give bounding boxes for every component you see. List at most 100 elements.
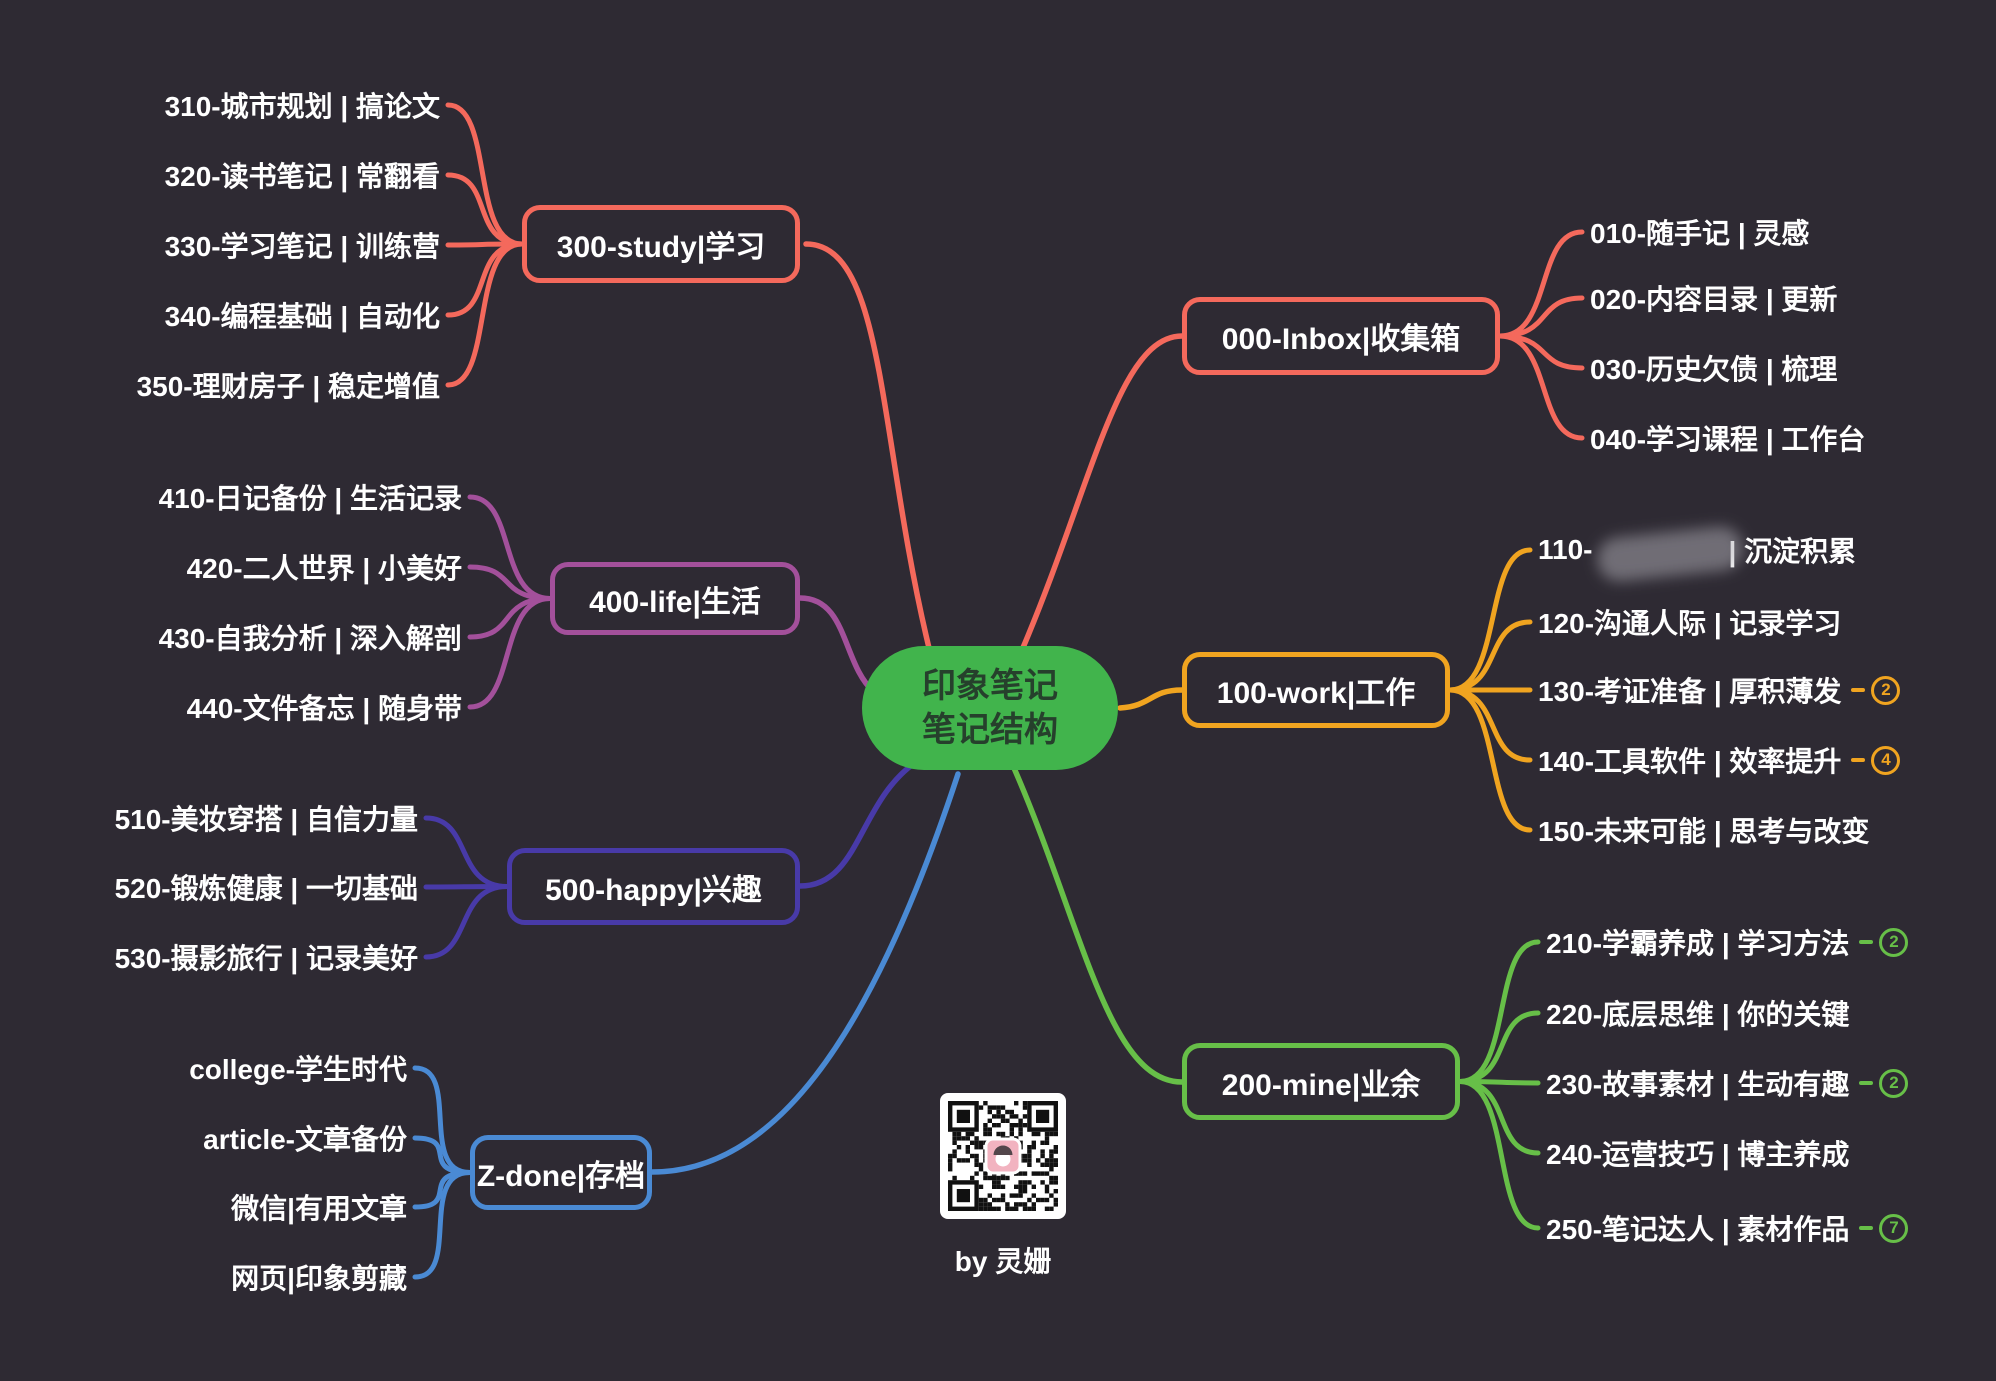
- edge-inbox-child-3: [1497, 333, 1585, 441]
- edge-work-child-4: [1447, 687, 1533, 833]
- branch-node-study[interactable]: 300-study|学习: [522, 205, 800, 283]
- subtopic-label: college-学生时代: [189, 1054, 407, 1085]
- note-count-badge[interactable]: 2: [1879, 1068, 1909, 1098]
- subtopic-label: 140-工具软件 | 效率提升: [1538, 746, 1842, 777]
- edge-center-inbox: [1019, 333, 1185, 653]
- subtopic-label: 420-二人世界 | 小美好: [186, 553, 462, 584]
- branch-node-zdone[interactable]: Z-done|存档: [470, 1135, 652, 1210]
- subtopic-label: 330-学习笔记 | 训练营: [164, 231, 440, 262]
- subtopic-label: 350-理财房子 | 稳定增值: [136, 371, 440, 402]
- branch-node-life[interactable]: 400-life|生活: [550, 562, 800, 635]
- subtopic-zdone-0[interactable]: college-学生时代: [189, 1044, 407, 1092]
- branch-node-work[interactable]: 100-work|工作: [1182, 652, 1450, 728]
- subtopic-label: 430-自我分析 | 深入解剖: [158, 623, 462, 654]
- note-count-badge[interactable]: 7: [1879, 1213, 1909, 1243]
- edge-center-happy: [797, 759, 919, 889]
- branch-node-inbox[interactable]: 000-Inbox|收集箱: [1182, 297, 1500, 375]
- subtopic-study-1[interactable]: 320-读书笔记 | 常翻看: [165, 151, 440, 199]
- edge-happy-child-2: [423, 884, 510, 960]
- subtopic-work-1[interactable]: 120-沟通人际 | 记录学习: [1538, 598, 1841, 646]
- subtopic-life-0[interactable]: 410-日记备份 | 生活记录: [159, 473, 462, 521]
- subtopic-mine-1[interactable]: 220-底层思维 | 你的关键: [1546, 989, 1849, 1037]
- badge-connector-dash: [1859, 1081, 1874, 1085]
- subtopic-label-suffix: | 沉淀积累: [1728, 536, 1857, 567]
- edge-mine-child-1: [1457, 1010, 1541, 1084]
- note-count-badge[interactable]: 4: [1871, 745, 1901, 775]
- note-count-badge[interactable]: 2: [1879, 927, 1909, 957]
- subtopic-happy-1[interactable]: 520-锻炼健康 | 一切基础: [115, 863, 418, 911]
- edge-inbox-child-1: [1497, 295, 1585, 339]
- subtopic-label: article-文章备份: [203, 1124, 407, 1155]
- subtopic-label: 020-内容目录 | 更新: [1590, 284, 1838, 315]
- subtopic-label: 220-底层思维 | 你的关键: [1546, 999, 1850, 1030]
- edge-mine-child-4: [1457, 1079, 1541, 1231]
- subtopic-label: 微信|有用文章: [231, 1193, 407, 1224]
- central-topic[interactable]: 印象笔记 笔记结构: [862, 646, 1118, 770]
- subtopic-inbox-0[interactable]: 010-随手记 | 灵感: [1590, 208, 1809, 256]
- edge-life-child-0: [467, 494, 553, 601]
- subtopic-work-0[interactable]: 110- | 沉淀积累: [1538, 524, 1857, 584]
- subtopic-inbox-3[interactable]: 040-学习课程 | 工作台: [1590, 414, 1865, 462]
- edge-center-study: [803, 241, 933, 655]
- badge-connector-dash: [1859, 1226, 1874, 1230]
- subtopic-label: 130-考证准备 | 厚积薄发: [1538, 676, 1842, 707]
- qr-code-image: [940, 1093, 1066, 1219]
- edge-inbox-child-0: [1497, 229, 1585, 339]
- watermark-author: by 灵姗: [954, 1246, 1052, 1277]
- branch-node-mine[interactable]: 200-mine|业余: [1182, 1043, 1460, 1120]
- subtopic-life-2[interactable]: 430-自我分析 | 深入解剖: [159, 613, 462, 661]
- subtopic-inbox-2[interactable]: 030-历史欠债 | 梳理: [1590, 344, 1837, 392]
- subtopic-zdone-1[interactable]: article-文章备份: [203, 1114, 407, 1162]
- central-topic-line2: 笔记结构: [922, 711, 1058, 749]
- subtopic-label: 030-历史欠债 | 梳理: [1590, 354, 1838, 385]
- badge-connector-dash: [1851, 688, 1866, 692]
- central-topic-line1: 印象笔记: [922, 666, 1058, 705]
- subtopic-work-3[interactable]: 140-工具软件 | 效率提升 4: [1538, 736, 1901, 784]
- subtopic-label: 网页|印象剪藏: [231, 1263, 407, 1294]
- branch-node-happy[interactable]: 500-happy|兴趣: [507, 848, 800, 925]
- subtopic-label: 520-锻炼健康 | 一切基础: [114, 873, 418, 904]
- subtopic-inbox-1[interactable]: 020-内容目录 | 更新: [1590, 274, 1837, 322]
- edge-center-life: [797, 595, 877, 695]
- edge-center-zdone: [649, 771, 961, 1175]
- subtopic-happy-2[interactable]: 530-摄影旅行 | 记录美好: [115, 933, 418, 981]
- edge-life-child-3: [467, 596, 553, 710]
- subtopic-study-2[interactable]: 330-学习笔记 | 训练营: [165, 221, 440, 269]
- subtopic-label-prefix: 110-: [1538, 534, 1593, 565]
- subtopic-zdone-2[interactable]: 微信|有用文章: [231, 1183, 407, 1231]
- subtopic-label: 310-城市规划 | 搞论文: [164, 91, 440, 122]
- subtopic-study-4[interactable]: 350-理财房子 | 稳定增值: [137, 361, 440, 409]
- subtopic-label: 440-文件备忘 | 随身带: [186, 693, 462, 724]
- subtopic-work-2[interactable]: 130-考证准备 | 厚积薄发 2: [1538, 666, 1901, 714]
- edge-study-child-1: [445, 172, 525, 247]
- subtopic-label: 150-未来可能 | 思考与改变: [1538, 816, 1870, 847]
- subtopic-label: 230-故事素材 | 生动有趣: [1546, 1069, 1850, 1100]
- subtopic-label: 120-沟通人际 | 记录学习: [1538, 608, 1842, 639]
- badge-connector-dash: [1851, 758, 1866, 762]
- subtopic-label: 410-日记备份 | 生活记录: [158, 483, 462, 514]
- subtopic-mine-3[interactable]: 240-运营技巧 | 博主养成: [1546, 1129, 1849, 1177]
- subtopic-study-3[interactable]: 340-编程基础 | 自动化: [165, 291, 440, 339]
- subtopic-life-3[interactable]: 440-文件备忘 | 随身带: [187, 683, 462, 731]
- edge-life-child-2: [467, 596, 553, 640]
- subtopic-label: 010-随手记 | 灵感: [1590, 218, 1810, 249]
- edge-center-mine: [1011, 765, 1185, 1085]
- subtopic-work-4[interactable]: 150-未来可能 | 思考与改变: [1538, 806, 1869, 854]
- note-count-badge[interactable]: 2: [1871, 675, 1901, 705]
- edge-center-work: [1117, 687, 1185, 711]
- subtopic-label: 250-笔记达人 | 素材作品: [1546, 1214, 1850, 1245]
- edge-happy-child-0: [423, 815, 510, 889]
- edge-study-child-4: [445, 241, 525, 388]
- subtopic-happy-0[interactable]: 510-美妆穿搭 | 自信力量: [115, 794, 418, 842]
- subtopic-zdone-3[interactable]: 网页|印象剪藏: [231, 1253, 407, 1301]
- subtopic-label: 320-读书笔记 | 常翻看: [164, 161, 440, 192]
- edge-study-child-0: [445, 102, 525, 247]
- subtopic-study-0[interactable]: 310-城市规划 | 搞论文: [165, 81, 440, 129]
- subtopic-mine-2[interactable]: 230-故事素材 | 生动有趣 2: [1546, 1059, 1909, 1107]
- subtopic-life-1[interactable]: 420-二人世界 | 小美好: [187, 543, 462, 591]
- subtopic-label: 340-编程基础 | 自动化: [164, 301, 440, 332]
- subtopic-mine-4[interactable]: 250-笔记达人 | 素材作品 7: [1546, 1204, 1909, 1252]
